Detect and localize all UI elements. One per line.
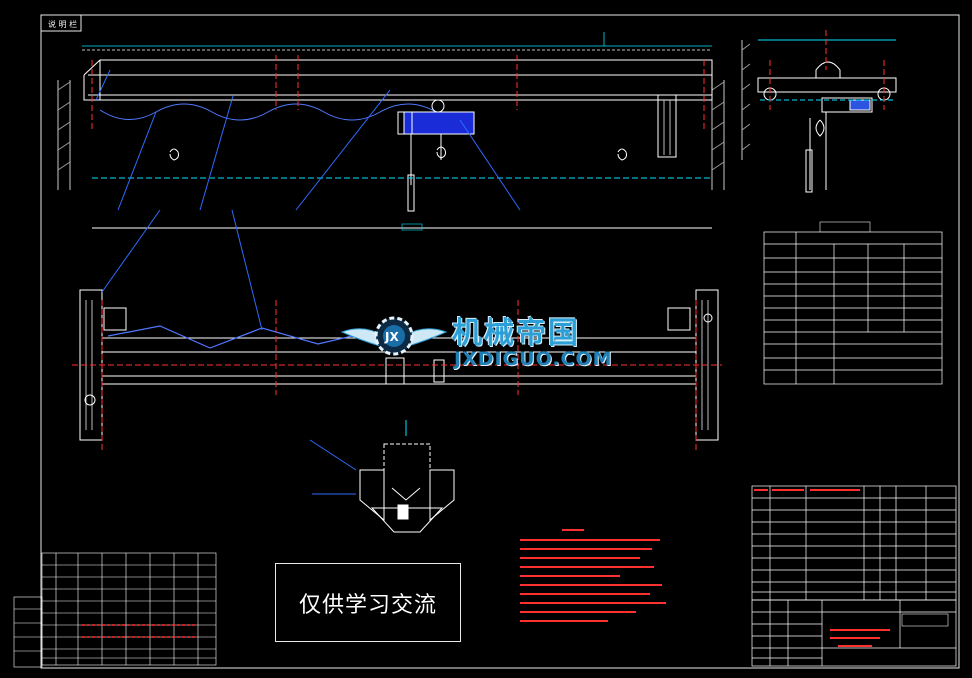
girder-camber (99, 103, 437, 121)
outer-frame (40, 14, 960, 669)
front-centerlines (91, 55, 705, 130)
watermark-name-en: JXDIGUO.COM (454, 348, 613, 370)
main-girder (99, 59, 713, 101)
watermark-name-cn: 机械帝国 (452, 316, 580, 351)
watermark-emblem-icon: JX (340, 316, 448, 356)
watermark: JX 机械帝国 JXDIGUO.COM (338, 306, 638, 378)
top-dimension (82, 32, 712, 47)
emblem-letters: JX (384, 330, 399, 344)
front-view (57, 49, 725, 229)
hoist-body (403, 111, 475, 135)
side-girder (757, 77, 897, 93)
right-wall (711, 80, 725, 190)
drive-motor-left (103, 307, 127, 331)
hook-right (617, 148, 627, 161)
section-detail (309, 420, 455, 533)
plan-camber (107, 325, 353, 349)
end-carriage-right (657, 94, 677, 158)
revision-strip (13, 596, 43, 668)
sheet-label-box (40, 14, 82, 32)
front-dims (401, 223, 423, 231)
left-wall (57, 80, 71, 190)
spec-table (41, 552, 217, 666)
hook-left (169, 148, 179, 161)
notice-text: 仅供学习交流 (298, 592, 437, 618)
title-block (751, 599, 957, 667)
drive-motor-right (667, 307, 691, 331)
side-view (741, 39, 897, 193)
front-leaders (95, 69, 521, 211)
hook-main (436, 146, 446, 159)
sheet-label: 说 明 栏 (48, 19, 77, 29)
bom-table (751, 485, 957, 601)
tech-notes (520, 529, 666, 622)
param-table (763, 221, 943, 385)
notice-box: 仅供学习交流 (275, 563, 461, 642)
plan-leaders (101, 209, 263, 331)
end-beam-left (83, 59, 101, 101)
